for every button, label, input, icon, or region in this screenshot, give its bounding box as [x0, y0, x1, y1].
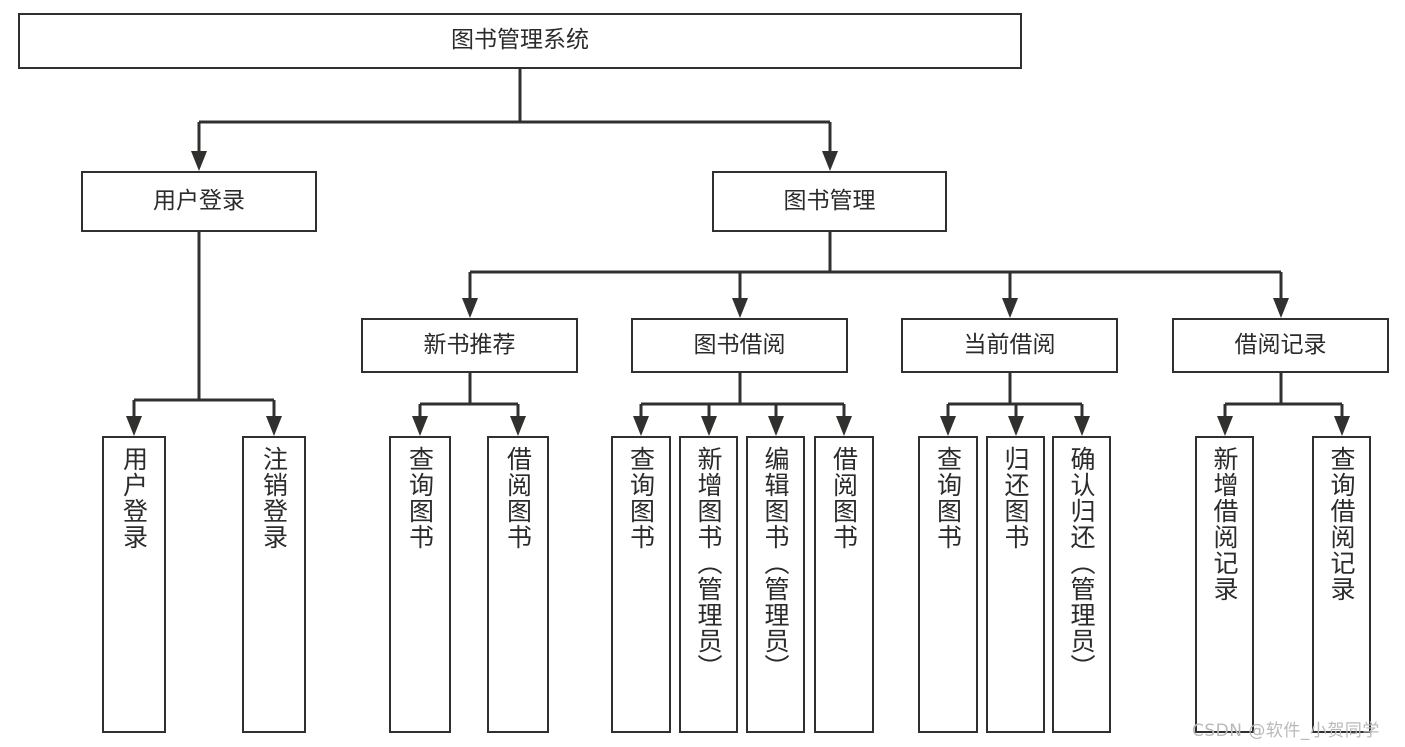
- node-root[interactable]: 图书管理系统: [18, 13, 1022, 69]
- node-leaf-borrow-book[interactable]: 借阅图书: [814, 436, 874, 733]
- node-leaf-query-borrow-record[interactable]: 查询借阅记录: [1312, 436, 1371, 733]
- node-label: 查询借阅记录: [1327, 446, 1356, 602]
- node-label: 查询图书: [933, 446, 963, 550]
- node-book-management[interactable]: 图书管理: [712, 171, 947, 232]
- node-borrow-record[interactable]: 借阅记录: [1172, 318, 1389, 373]
- node-leaf-return-book[interactable]: 归还图书: [986, 436, 1045, 733]
- node-label: 借阅记录: [1234, 331, 1327, 358]
- node-label: 用户登录: [153, 187, 245, 214]
- node-leaf-query-book-borrow[interactable]: 查询图书: [611, 436, 671, 733]
- node-label: 新增图书（管理员）: [694, 446, 723, 680]
- node-label: 新增借阅记录: [1210, 446, 1239, 602]
- node-book-borrow[interactable]: 图书借阅: [631, 318, 848, 373]
- node-leaf-add-book-admin[interactable]: 新增图书（管理员）: [679, 436, 738, 733]
- node-label: 借阅图书: [503, 446, 533, 550]
- node-leaf-query-book-current[interactable]: 查询图书: [918, 436, 978, 733]
- node-label: 注销登录: [259, 446, 289, 550]
- node-leaf-confirm-return-admin[interactable]: 确认归还（管理员）: [1052, 436, 1111, 733]
- node-label: 借阅图书: [829, 446, 859, 550]
- node-label: 归还图书: [1001, 446, 1030, 550]
- node-leaf-user-login[interactable]: 用户登录: [102, 436, 166, 733]
- node-leaf-add-borrow-record[interactable]: 新增借阅记录: [1195, 436, 1254, 733]
- node-label: 确认归还（管理员）: [1067, 446, 1096, 680]
- node-label: 查询图书: [405, 446, 435, 550]
- node-label: 图书管理系统: [451, 27, 589, 54]
- node-label: 新书推荐: [423, 331, 516, 358]
- node-leaf-query-book-recommend[interactable]: 查询图书: [389, 436, 451, 733]
- node-leaf-logout[interactable]: 注销登录: [242, 436, 306, 733]
- node-user-login[interactable]: 用户登录: [81, 171, 317, 232]
- node-label: 查询图书: [626, 446, 656, 550]
- node-new-book-recommend[interactable]: 新书推荐: [361, 318, 578, 373]
- node-label: 图书借阅: [693, 331, 786, 358]
- node-label: 编辑图书（管理员）: [761, 446, 790, 680]
- node-label: 用户登录: [119, 446, 149, 550]
- node-current-borrow[interactable]: 当前借阅: [901, 318, 1118, 373]
- node-label: 当前借阅: [963, 331, 1056, 358]
- node-leaf-borrow-book-recommend[interactable]: 借阅图书: [487, 436, 549, 733]
- watermark: CSDN @软件_小贺同学: [1192, 721, 1380, 741]
- node-label: 图书管理: [783, 187, 876, 214]
- node-leaf-edit-book-admin[interactable]: 编辑图书（管理员）: [746, 436, 805, 733]
